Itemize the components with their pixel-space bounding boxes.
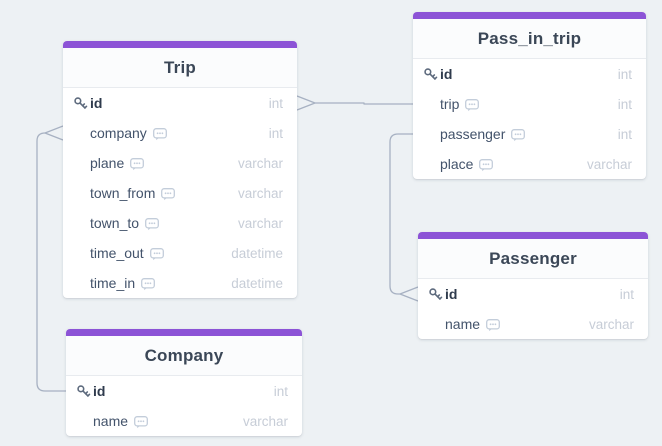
icon-slot-empty (422, 96, 438, 112)
field-type: varchar (588, 316, 634, 332)
field-type: int (268, 95, 283, 111)
comment-icon (149, 247, 164, 261)
table-accent-bar (413, 12, 646, 19)
comment-icon (511, 128, 526, 142)
field-name: name (445, 316, 481, 332)
comment-icon (134, 415, 148, 429)
relationship-line (296, 95, 316, 111)
table-title: Pass_in_trip (477, 28, 582, 48)
relationship-line (36, 132, 66, 392)
icon-slot-empty (72, 215, 88, 231)
field-name: town_to (90, 215, 140, 231)
field-row-pass_in_trip-place[interactable]: place varchar (413, 149, 646, 179)
table-header-company[interactable]: Company (66, 336, 302, 376)
table-card-company[interactable]: Company id int name varchar (66, 329, 302, 436)
comment-icon (141, 277, 156, 291)
field-row-trip-town_to[interactable]: town_to varchar (63, 208, 297, 238)
table-header-passenger[interactable]: Passenger (418, 239, 648, 279)
table-title: Trip (164, 57, 196, 77)
table-header-pass_in_trip[interactable]: Pass_in_trip (413, 19, 646, 59)
field-type: varchar (237, 155, 283, 171)
field-type: varchar (586, 156, 632, 172)
field-name: trip (440, 96, 460, 112)
icon-slot-empty (75, 413, 91, 429)
field-type: int (617, 126, 632, 142)
field-type: int (619, 286, 634, 302)
field-type: datetime (231, 245, 283, 261)
icon-slot-empty (427, 316, 443, 332)
relationship-line (389, 133, 413, 295)
table-accent-bar (66, 329, 302, 336)
field-row-trip-id[interactable]: id int (63, 88, 297, 118)
table-header-trip[interactable]: Trip (63, 48, 297, 88)
relationship-line (315, 102, 413, 105)
relationship-line (44, 125, 64, 141)
table-accent-bar (418, 232, 648, 239)
primary-key-icon (75, 383, 91, 399)
comment-icon (486, 318, 500, 332)
field-row-trip-plane[interactable]: plane varchar (63, 148, 297, 178)
field-row-passenger-id[interactable]: id int (418, 279, 648, 309)
field-row-pass_in_trip-passenger[interactable]: passenger int (413, 119, 646, 149)
field-row-pass_in_trip-id[interactable]: id int (413, 59, 646, 89)
icon-slot-empty (422, 126, 438, 142)
field-name: passenger (440, 126, 506, 142)
field-row-company-id[interactable]: id int (66, 376, 302, 406)
table-title: Company (144, 345, 224, 365)
comment-icon (145, 217, 159, 231)
field-name: id (93, 383, 106, 399)
primary-key-icon (427, 286, 443, 302)
icon-slot-empty (72, 275, 88, 291)
comment-icon (130, 157, 145, 171)
field-name: place (440, 156, 474, 172)
field-row-trip-time_out[interactable]: time_out datetime (63, 238, 297, 268)
comment-icon (161, 187, 176, 201)
field-type: datetime (231, 275, 283, 291)
field-type: varchar (242, 413, 288, 429)
icon-slot-empty (72, 155, 88, 171)
field-type: varchar (237, 185, 283, 201)
icon-slot-empty (422, 156, 438, 172)
field-name: plane (90, 155, 125, 171)
table-accent-bar (63, 41, 297, 48)
field-row-passenger-name[interactable]: name varchar (418, 309, 648, 339)
comment-icon (465, 98, 480, 112)
field-row-trip-company[interactable]: company int (63, 118, 297, 148)
field-type: int (268, 125, 283, 141)
comment-icon (479, 158, 494, 172)
field-type: int (273, 383, 288, 399)
field-name: time_in (90, 275, 136, 291)
field-name: time_out (90, 245, 144, 261)
field-name: id (90, 95, 103, 111)
icon-slot-empty (72, 245, 88, 261)
field-row-pass_in_trip-trip[interactable]: trip int (413, 89, 646, 119)
field-row-company-name[interactable]: name varchar (66, 406, 302, 436)
field-type: int (617, 66, 632, 82)
comment-icon (152, 127, 167, 141)
table-title: Passenger (489, 248, 577, 268)
relationship-line (399, 286, 419, 302)
field-name: name (93, 413, 129, 429)
field-name: company (90, 125, 147, 141)
table-card-passenger[interactable]: Passenger id int name varchar (418, 232, 648, 339)
primary-key-icon (72, 95, 88, 111)
field-row-trip-time_in[interactable]: time_in datetime (63, 268, 297, 298)
field-row-trip-town_from[interactable]: town_from varchar (63, 178, 297, 208)
field-name: id (440, 66, 453, 82)
field-type: int (617, 96, 632, 112)
field-name: town_from (90, 185, 156, 201)
icon-slot-empty (72, 125, 88, 141)
field-type: varchar (237, 215, 283, 231)
icon-slot-empty (72, 185, 88, 201)
primary-key-icon (422, 66, 438, 82)
field-name: id (445, 286, 458, 302)
